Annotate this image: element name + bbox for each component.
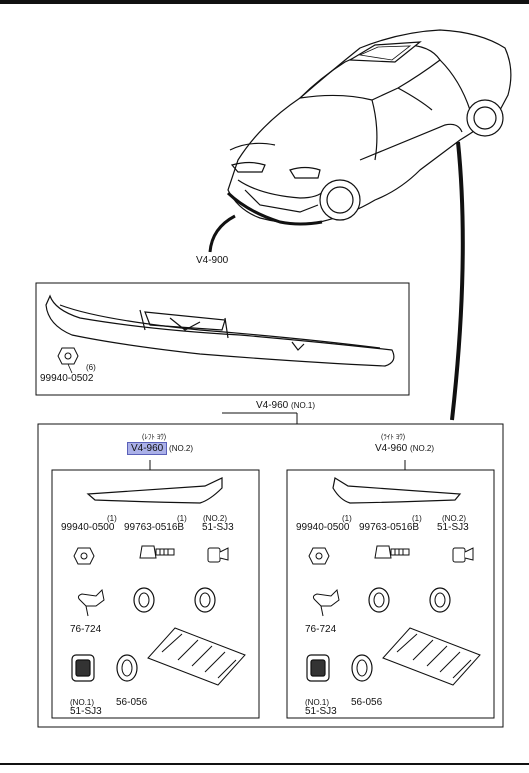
left-part-qty: (1) bbox=[177, 514, 187, 523]
left-side-skirt bbox=[86, 477, 223, 504]
left-clip-large-icon bbox=[71, 654, 95, 682]
right-part-number: V4-960 bbox=[375, 443, 408, 454]
right-part-qty: (NO.2) bbox=[442, 514, 466, 523]
group-qty: (NO.1) bbox=[291, 401, 316, 410]
right-jp-label: (ﾗｲﾄ ﾖｳ) bbox=[381, 434, 406, 441]
right-qty: (NO.2) bbox=[410, 444, 435, 453]
bottom-rule bbox=[0, 763, 529, 765]
left-qty: (NO.2) bbox=[169, 444, 194, 453]
right-part-qty: (NO.1) bbox=[305, 698, 329, 707]
left-part-number-highlight: V4-960 bbox=[126, 442, 168, 455]
left-nut-icon bbox=[73, 547, 95, 565]
leader-front bbox=[208, 214, 236, 253]
kit-box bbox=[37, 423, 504, 728]
top-rule bbox=[0, 0, 529, 4]
nut-part-number: 99940-0502 bbox=[40, 373, 94, 384]
right-grommet-b-icon bbox=[429, 587, 451, 613]
left-part-number: 51-SJ3 bbox=[202, 522, 234, 533]
left-part-qty: (NO.1) bbox=[70, 698, 94, 707]
right-clip-icon bbox=[452, 547, 474, 563]
right-part-number: 51-SJ3 bbox=[305, 706, 337, 717]
nut-icon bbox=[57, 347, 79, 365]
left-part-number: 51-SJ3 bbox=[70, 706, 102, 717]
left-sub-box bbox=[51, 469, 260, 719]
left-part-qty: (NO.2) bbox=[203, 514, 227, 523]
front-lip-spoiler bbox=[45, 294, 395, 367]
right-fastener-icon bbox=[312, 588, 340, 617]
nut-leader bbox=[67, 363, 73, 374]
right-grommet-b-hole bbox=[434, 592, 446, 608]
left-seal-icon bbox=[116, 654, 138, 682]
right-tape-icon bbox=[382, 627, 481, 686]
left-jp-label: (ﾚﾌﾄ ﾖｳ) bbox=[142, 434, 167, 441]
group-part-number: V4-960 bbox=[256, 400, 289, 411]
right-part-number: 99940-0500 bbox=[296, 522, 350, 533]
right-part-number: 51-SJ3 bbox=[437, 522, 469, 533]
left-part-number: 76-724 bbox=[70, 624, 102, 635]
car-illustration bbox=[226, 29, 512, 226]
right-part-number: 76-724 bbox=[305, 624, 337, 635]
group-bracket bbox=[48, 412, 450, 425]
right-bolt-icon bbox=[374, 545, 410, 559]
right-header: V4-960 (NO.2) bbox=[375, 443, 434, 454]
group-label: V4-960 (NO.1) bbox=[256, 400, 315, 411]
left-bolt-icon bbox=[139, 545, 175, 559]
right-part-qty: (1) bbox=[412, 514, 422, 523]
left-clip-icon bbox=[207, 547, 229, 563]
right-seal-hole bbox=[356, 659, 368, 677]
right-grommet-a-hole bbox=[373, 592, 385, 608]
right-grommet-a-icon bbox=[368, 587, 390, 613]
leader-side bbox=[450, 141, 465, 421]
left-tape-icon bbox=[147, 627, 246, 686]
left-grommet-b-icon bbox=[194, 587, 216, 613]
left-part-number: 99940-0500 bbox=[61, 522, 115, 533]
front-lip-box bbox=[35, 282, 410, 396]
right-sub-box bbox=[286, 469, 495, 719]
left-grommet-a-hole bbox=[138, 592, 150, 608]
left-fastener-icon bbox=[77, 588, 105, 617]
left-grommet-a-icon bbox=[133, 587, 155, 613]
right-part-qty: (1) bbox=[342, 514, 352, 523]
right-seal-icon bbox=[351, 654, 373, 682]
assembly-label: V4-900 bbox=[196, 255, 229, 266]
left-seal-hole bbox=[121, 659, 133, 677]
nut-qty: (6) bbox=[86, 363, 96, 372]
left-grommet-b-hole bbox=[199, 592, 211, 608]
right-part-number: 99763-0516B bbox=[359, 522, 420, 533]
right-nut-icon bbox=[308, 547, 330, 565]
left-header: V4-960 (NO.2) bbox=[126, 442, 194, 455]
right-part-number: 56-056 bbox=[351, 697, 383, 708]
left-part-number: 56-056 bbox=[116, 697, 148, 708]
left-part-number: 99763-0516B bbox=[124, 522, 185, 533]
right-clip-large-icon bbox=[306, 654, 330, 682]
left-part-qty: (1) bbox=[107, 514, 117, 523]
right-side-skirt bbox=[332, 477, 462, 504]
